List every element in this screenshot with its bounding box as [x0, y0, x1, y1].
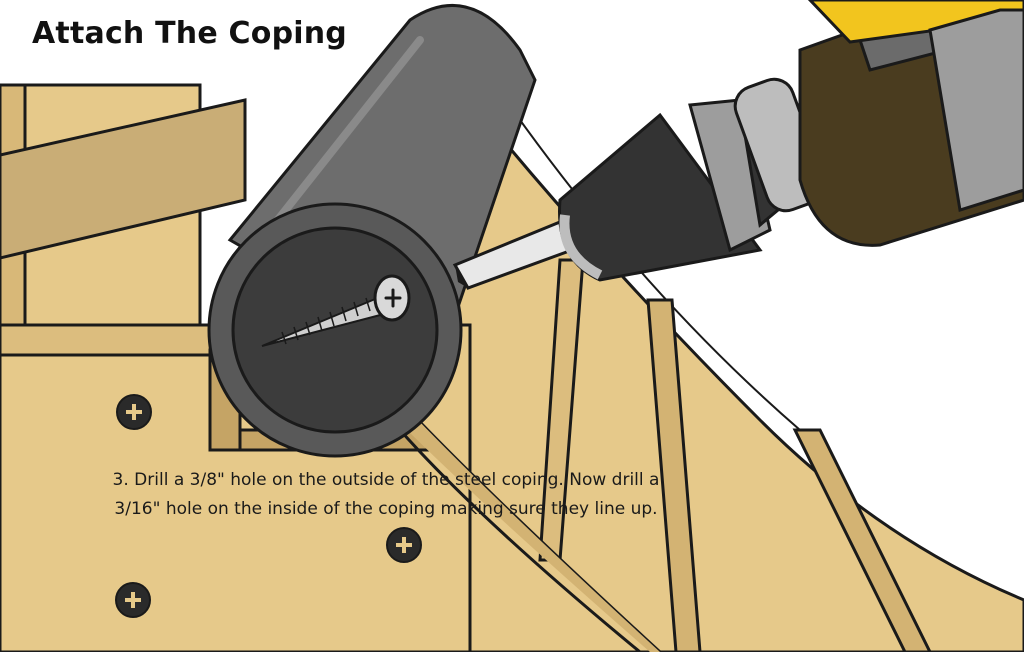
- screw-icon: [261, 274, 411, 347]
- page-title: Attach The Coping: [32, 16, 347, 51]
- caption-line-1: 3. Drill a 3/8" hole on the outside of t…: [112, 470, 660, 490]
- deck-screw-2: [386, 527, 422, 563]
- instruction-caption: 3. Drill a 3/8" hole on the outside of t…: [56, 466, 716, 524]
- deck-screw-3: [115, 582, 151, 618]
- deck-back: [0, 83, 247, 332]
- caption-line-2: 3/16" hole on the inside of the coping m…: [114, 499, 658, 519]
- drill-icon: [558, 0, 1024, 282]
- deck-screw-1: [116, 394, 152, 430]
